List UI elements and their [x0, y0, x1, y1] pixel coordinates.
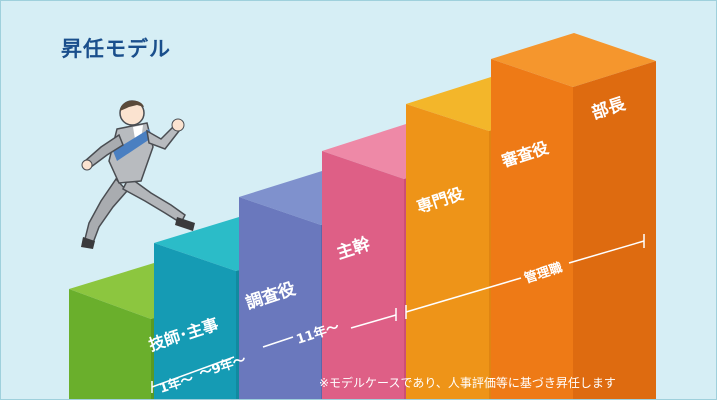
man-back-shoe: [81, 237, 95, 249]
man-hair: [120, 100, 144, 111]
page-title: 昇任モデル: [61, 37, 171, 61]
man-front-shoe: [175, 217, 195, 231]
step-1-front: [69, 289, 151, 399]
step-3-front: [239, 197, 321, 399]
timeline-mgmt-segment-a: [405, 277, 522, 313]
step-6-side: [573, 61, 656, 399]
timeline-mgmt-segment-b: [568, 240, 645, 264]
man-back-hand: [81, 159, 93, 171]
step-6-block: [491, 33, 656, 399]
man-back-leg: [84, 177, 129, 245]
step-4-front: [322, 151, 404, 399]
timeline-segment-c: [350, 314, 397, 329]
man-front-hand: [171, 118, 185, 132]
timeline-segment-a: [151, 356, 235, 388]
businessman-illustration: [81, 100, 195, 249]
man-front-leg: [122, 175, 186, 225]
man-sash: [113, 129, 153, 161]
step-6-top: [491, 33, 656, 87]
timeline-segment-b: [262, 336, 294, 348]
step-2-front: [154, 243, 236, 399]
timeline: [151, 234, 645, 393]
step-6-front: [491, 59, 573, 399]
step-5-front: [406, 104, 489, 399]
footnote: ※モデルケースであり、人事評価等に基づき昇任します: [319, 376, 616, 390]
